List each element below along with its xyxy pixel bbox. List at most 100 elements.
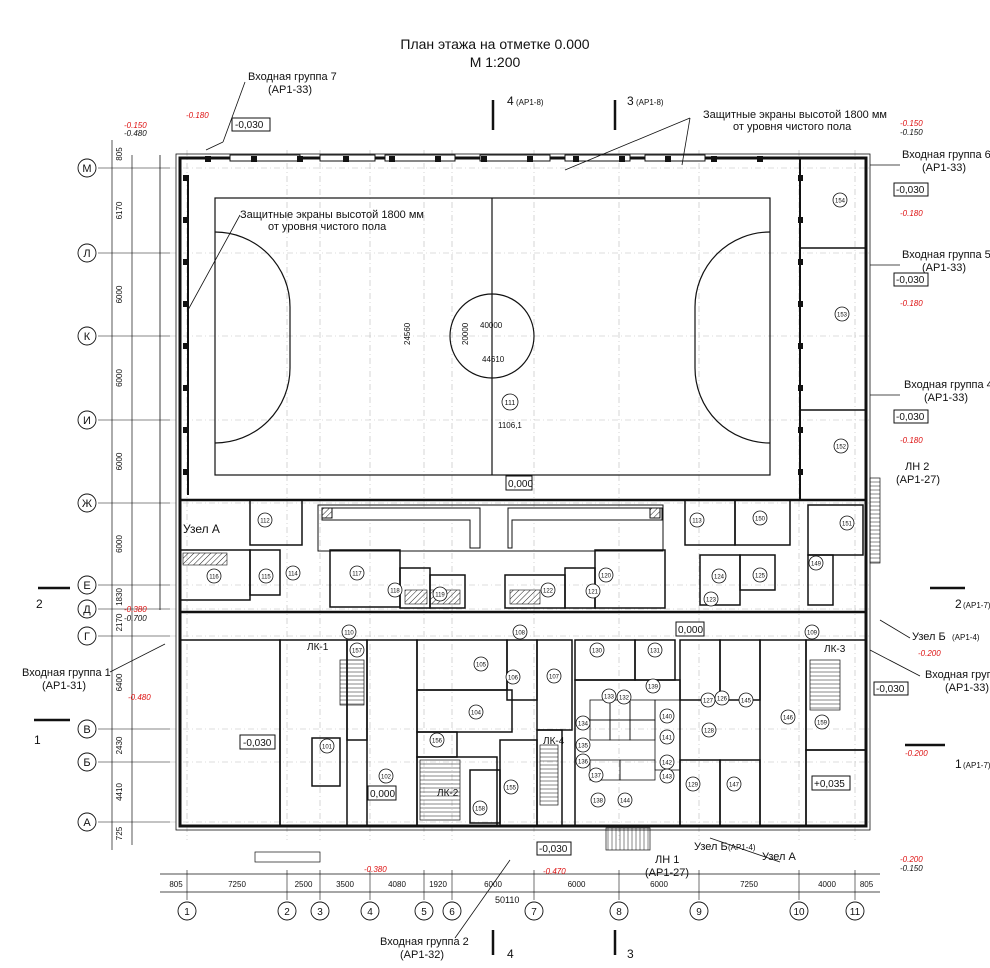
col-dimension: 4000 bbox=[818, 880, 836, 889]
room-marker bbox=[703, 591, 719, 607]
col-axis-10 bbox=[789, 901, 809, 921]
col-axis-label: 10 bbox=[793, 907, 805, 918]
tribunes bbox=[317, 504, 664, 552]
room-marker bbox=[659, 768, 675, 784]
room-marker bbox=[839, 515, 855, 531]
section2-left: 2 bbox=[36, 597, 43, 611]
level-hall: 0,000 bbox=[508, 479, 533, 490]
col-axis-label: 7 bbox=[531, 907, 537, 918]
room-number: 119 bbox=[435, 593, 445, 599]
lvl-red-4: -0.180 bbox=[900, 209, 923, 218]
leader-lines bbox=[109, 81, 921, 939]
room-number: 153 bbox=[837, 313, 848, 319]
room-marker bbox=[590, 792, 606, 808]
hall-room-marker: 111 bbox=[501, 393, 519, 411]
section1-left: 1 bbox=[34, 733, 41, 747]
room-marker bbox=[647, 642, 663, 658]
room-marker bbox=[833, 438, 849, 454]
room-number: 151 bbox=[842, 522, 853, 528]
level-room148: +0,035 bbox=[814, 779, 845, 790]
level-room102: 0,000 bbox=[370, 789, 395, 800]
lvl-red-11: -0.380 bbox=[364, 865, 387, 874]
col-dimension: 7250 bbox=[740, 880, 758, 889]
room-marker bbox=[689, 512, 705, 528]
room-number: 114 bbox=[288, 572, 298, 578]
entry2-ref: (АР1-32) bbox=[400, 949, 444, 961]
row-axis-Ж bbox=[77, 493, 97, 513]
row-axis-label: Б bbox=[83, 757, 90, 769]
room-number: 101 bbox=[322, 745, 333, 751]
col-axis-label: 8 bbox=[616, 907, 622, 918]
row-axis-label: Д bbox=[83, 604, 91, 616]
room-marker bbox=[378, 768, 394, 784]
section4-bottom: 4 bbox=[507, 947, 514, 961]
building-outline bbox=[178, 156, 868, 828]
section3-bottom: 3 bbox=[627, 947, 634, 961]
lk3-label: ЛК-3 bbox=[824, 644, 846, 655]
room-number: 125 bbox=[755, 574, 766, 580]
level-entry5: -0,030 bbox=[896, 275, 925, 286]
col-dimension: 4080 bbox=[388, 880, 406, 889]
row-axis-Е bbox=[77, 575, 97, 595]
col-dimension: 2500 bbox=[295, 880, 313, 889]
room-marker bbox=[319, 738, 335, 754]
room-marker bbox=[429, 732, 445, 748]
room-marker bbox=[659, 729, 675, 745]
field-width: 40000 bbox=[480, 321, 503, 330]
room-marker bbox=[257, 512, 273, 528]
lvl-3: -0.150 bbox=[900, 128, 923, 137]
room-marker bbox=[617, 792, 633, 808]
windows-top bbox=[229, 154, 706, 162]
row-axis-label: И bbox=[83, 415, 91, 427]
room-number: 113 bbox=[692, 519, 702, 525]
room-number: 142 bbox=[662, 761, 673, 767]
room-marker bbox=[738, 692, 754, 708]
room-marker bbox=[659, 708, 675, 724]
uzelB2-label: Узел Б bbox=[694, 841, 728, 853]
sports-field bbox=[187, 175, 771, 495]
col-axis-label: 5 bbox=[421, 907, 427, 918]
lvl-red-1: -0.150 bbox=[124, 121, 147, 130]
screens-label-4: от уровня чистого пола bbox=[268, 221, 387, 233]
room-marker bbox=[701, 722, 717, 738]
entry5-label: Входная группа 5 bbox=[902, 249, 990, 261]
room-number: 104 bbox=[471, 711, 482, 717]
col-axis-label: 3 bbox=[317, 907, 323, 918]
room-number: 134 bbox=[578, 722, 589, 728]
row-dimension: 6000 bbox=[115, 452, 124, 470]
room-marker bbox=[349, 565, 365, 581]
room-marker bbox=[512, 624, 528, 640]
row-dimension: 1830 bbox=[115, 588, 124, 606]
section4-top-ref: (АР1-8) bbox=[516, 98, 544, 107]
room-marker bbox=[598, 567, 614, 583]
room-marker bbox=[752, 567, 768, 583]
col-dimension: 1920 bbox=[429, 880, 447, 889]
drawing-scale: М 1:200 bbox=[469, 54, 521, 70]
row-axis-И bbox=[77, 410, 97, 430]
level-entry2: -0,030 bbox=[539, 844, 568, 855]
row-axis-К bbox=[77, 326, 97, 346]
right-goal-area bbox=[694, 231, 771, 444]
room-marker bbox=[349, 642, 365, 658]
room-number: 147 bbox=[729, 783, 740, 789]
lk2-label: ЛК-2 bbox=[437, 788, 459, 799]
room-number: 155 bbox=[506, 786, 517, 792]
room-number: 135 bbox=[578, 744, 589, 750]
room-marker bbox=[540, 582, 556, 598]
screens-label-3: Защитные экраны высотой 1800 мм bbox=[240, 209, 424, 221]
level-entry3: -0,030 bbox=[876, 684, 905, 695]
room-marker bbox=[472, 800, 488, 816]
section-marks bbox=[34, 100, 965, 955]
entry1-label: Входная группа 1 bbox=[22, 667, 111, 679]
center-circle bbox=[449, 293, 535, 379]
level-entry7: -0,030 bbox=[235, 120, 264, 131]
room-number: 120 bbox=[601, 574, 612, 580]
room-marker bbox=[258, 568, 274, 584]
room-marker bbox=[834, 306, 850, 322]
room-marker bbox=[808, 555, 824, 571]
room-marker bbox=[206, 568, 222, 584]
room-number: 105 bbox=[476, 663, 487, 669]
room-marker bbox=[468, 704, 484, 720]
